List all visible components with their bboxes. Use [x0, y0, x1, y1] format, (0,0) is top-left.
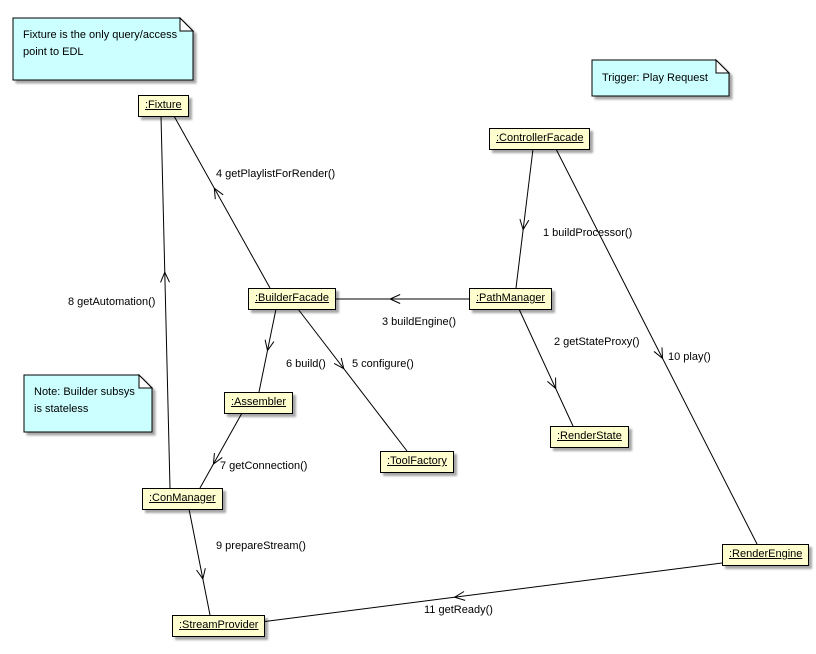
note-builder-line-1: Note: Builder subsys — [34, 386, 135, 398]
object-label-render-engine: :RenderEngine — [729, 548, 803, 560]
object-node-builder-facade[interactable]: :BuilderFacade — [248, 288, 336, 310]
note-fold-icon — [138, 373, 154, 389]
message-label-8[interactable]: 8 getAutomation() — [68, 296, 156, 308]
note-shape-note-builder[interactable] — [23, 374, 153, 433]
edge-msg9[interactable] — [188, 508, 211, 616]
object-node-render-state[interactable]: :RenderState — [550, 426, 629, 448]
edge-msg8[interactable] — [160, 115, 171, 489]
object-label-con-manager: :ConManager — [149, 492, 216, 504]
object-node-render-engine[interactable]: :RenderEngine — [722, 544, 810, 566]
note-fixture-line-1: Fixture is the only query/access — [23, 29, 178, 41]
arrowhead-icon — [453, 591, 466, 601]
object-label-controller-facade: :ControllerFacade — [496, 132, 584, 144]
arrowhead-icon — [213, 187, 224, 200]
edge-msg7[interactable] — [199, 412, 243, 489]
note-shape-note-fixture[interactable] — [12, 17, 194, 81]
note-fold-icon — [179, 16, 195, 32]
arrowhead-icon — [519, 218, 530, 231]
message-label-11[interactable]: 11 getReady() — [424, 604, 493, 616]
object-node-fixture[interactable]: :Fixture — [138, 95, 189, 117]
note-fold-icon — [715, 58, 731, 74]
note-fixture-text[interactable]: Fixture is the only query/access point t… — [23, 27, 187, 61]
object-label-builder-facade: :BuilderFacade — [255, 292, 329, 304]
arrowhead-icon — [333, 357, 345, 370]
edge-msg10[interactable] — [555, 148, 758, 545]
edge-msg11[interactable] — [260, 562, 723, 623]
object-node-stream-provider[interactable]: :StreamProvider — [172, 615, 266, 637]
message-label-10[interactable]: 10 play() — [668, 351, 711, 363]
edge-msg5[interactable] — [297, 308, 408, 452]
message-label-7[interactable]: 7 getConnection() — [220, 460, 308, 472]
edge-msg1[interactable] — [515, 148, 534, 289]
object-label-path-manager: :PathManager — [476, 292, 546, 304]
note-shape-note-trigger[interactable] — [591, 59, 730, 97]
arrowhead-icon — [653, 347, 664, 360]
object-node-controller-facade[interactable]: :ControllerFacade — [489, 128, 591, 150]
object-node-assembler[interactable]: :Assembler — [224, 392, 294, 414]
note-trigger-text[interactable]: Trigger: Play Request — [602, 70, 708, 87]
object-label-render-state: :RenderState — [557, 430, 622, 442]
edge-msg4[interactable] — [173, 115, 271, 289]
arrowhead-icon — [196, 568, 206, 581]
note-trigger-line-1: Trigger: Play Request — [602, 72, 708, 84]
object-label-stream-provider: :StreamProvider — [179, 619, 259, 631]
object-label-tool-factory: :ToolFactory — [387, 455, 447, 467]
message-label-3[interactable]: 3 buildEngine() — [382, 316, 456, 328]
object-label-assembler: :Assembler — [231, 396, 287, 408]
object-node-con-manager[interactable]: :ConManager — [142, 488, 223, 510]
note-fixture-line-2: point to EDL — [23, 46, 84, 58]
note-builder-line-2: is stateless — [34, 403, 89, 415]
note-builder-text[interactable]: Note: Builder subsys is stateless — [34, 384, 135, 418]
arrowhead-icon — [212, 452, 223, 466]
message-label-4[interactable]: 4 getPlaylistForRender() — [216, 168, 336, 180]
object-label-fixture: :Fixture — [145, 99, 182, 111]
arrowhead-icon — [264, 339, 275, 352]
object-node-tool-factory[interactable]: :ToolFactory — [380, 451, 454, 473]
message-label-2[interactable]: 2 getStateProxy() — [554, 336, 640, 348]
arrowhead-icon — [388, 294, 401, 304]
edge-msg2[interactable] — [518, 308, 574, 427]
arrowhead-icon — [547, 377, 557, 390]
arrowhead-icon — [160, 271, 170, 283]
message-label-6[interactable]: 6 build() — [286, 358, 326, 370]
message-label-9[interactable]: 9 prepareStream() — [216, 540, 306, 552]
message-label-5[interactable]: 5 configure() — [352, 358, 414, 370]
message-label-1[interactable]: 1 buildProcessor() — [543, 227, 633, 239]
object-node-path-manager[interactable]: :PathManager — [469, 288, 553, 310]
